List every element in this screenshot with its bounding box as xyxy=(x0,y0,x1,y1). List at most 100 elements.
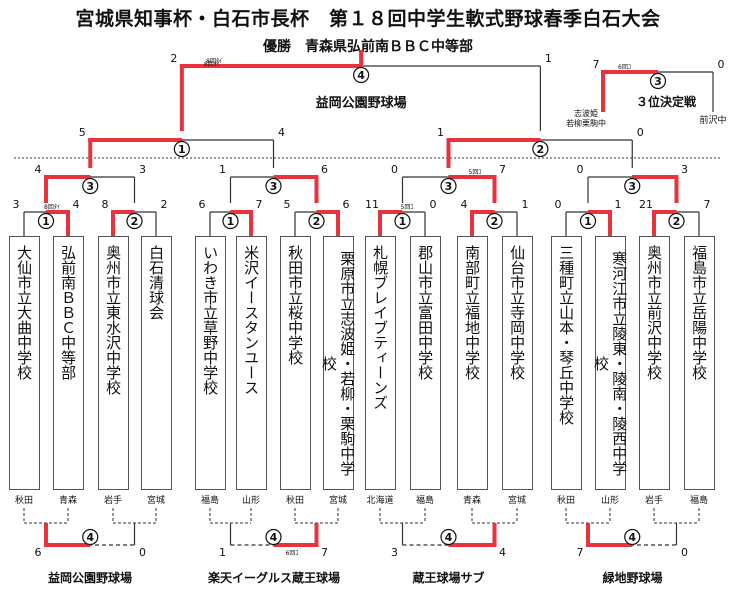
final-match-number-circle xyxy=(353,66,370,84)
team-name: 南部町立福地中学校 xyxy=(463,245,482,380)
semi-match-1-number-circle xyxy=(173,140,190,158)
r1-match-4-score-left: 5 xyxy=(284,198,291,211)
team-card: 南部町立福地中学校 xyxy=(456,236,488,490)
third-match-number-circle xyxy=(649,72,667,90)
r1-match-3-score-left: 6 xyxy=(199,198,206,211)
r1-match-8-number-circle xyxy=(668,212,685,230)
consolation-score-right: 0 xyxy=(681,546,688,559)
r1-match-6-score-left: 4 xyxy=(461,198,468,211)
team-name: 秋田市立桜中学校 xyxy=(286,245,305,365)
team-card: 三種町立山本・琴丘中学校 xyxy=(550,236,582,490)
final-note: 8回ﾀｲ xyxy=(204,61,220,68)
semi-match-2-number-circle xyxy=(532,140,549,158)
team-prefecture: 山形 xyxy=(242,494,260,506)
team-name: 米沢イースタンユース xyxy=(242,245,261,395)
team-name: 白石清球会 xyxy=(147,245,166,320)
r2-match-3-score-right: 7 xyxy=(499,163,506,176)
consolation-match-number-circle xyxy=(440,528,457,546)
team-name: 札幌ブレイブティーンズ xyxy=(371,245,390,410)
team-name: 三種町立山本・琴丘中学校 xyxy=(557,245,576,425)
team-name: 仙台市立寺岡中学校 xyxy=(508,245,527,380)
consolation-note: 6回ｺ xyxy=(286,550,299,557)
semi-match-2-score-right: 0 xyxy=(637,126,644,139)
consolation-match-number: 4 xyxy=(445,531,453,544)
r2-match-4-score-left: 0 xyxy=(577,163,584,176)
r1-match-7-number: 1 xyxy=(584,215,592,228)
r1-match-4-score-right: 6 xyxy=(343,198,350,211)
team-name: 大仙市立大曲中学校 xyxy=(15,245,34,380)
r1-match-5-number-circle xyxy=(394,212,411,230)
team-prefecture: 秋田 xyxy=(557,494,575,506)
r2-match-4-number: 3 xyxy=(628,180,636,193)
third-right-team: 前沢中 xyxy=(699,114,726,126)
consolation-match-number: 4 xyxy=(270,531,278,544)
third-left-team-2: 若柳栗駒中 xyxy=(566,118,606,128)
r2-match-3-number: 3 xyxy=(445,180,453,193)
team-prefecture: 青森 xyxy=(463,494,481,506)
team-prefecture: 岩手 xyxy=(645,494,663,506)
r1-match-1-number: 1 xyxy=(42,215,50,228)
r1-match-5-number: 1 xyxy=(399,215,407,228)
consolation-venue: 蔵王球場サブ xyxy=(412,570,484,585)
r2-match-1-number: 3 xyxy=(86,180,94,193)
third-note: 6回ｺ xyxy=(618,64,631,71)
r2-match-3-note: 5回ｺ xyxy=(469,169,482,176)
semi-match-1-number: 1 xyxy=(178,143,186,156)
team-prefecture: 福島 xyxy=(690,494,708,506)
champion-label: 優勝 青森県弘前南ＢＢＣ中等部 xyxy=(263,39,473,55)
consolation-venue: 緑地野球場 xyxy=(602,570,662,585)
r1-match-2-score-right: 2 xyxy=(161,198,168,211)
r1-match-5-score-left: 11 xyxy=(365,198,379,211)
consolation-match-number-circle xyxy=(265,528,282,546)
team-name: 奥州市立東水沢中学校 xyxy=(104,245,123,395)
team-card: 奥州市立前沢中学校 xyxy=(638,236,670,490)
third-score-left: 7 xyxy=(593,58,600,71)
team-card: いわき市立草野中学校 xyxy=(194,236,226,490)
r1-match-1-number-circle xyxy=(37,212,55,230)
r1-match-4-number: 2 xyxy=(313,215,321,228)
consolation-score-left: 7 xyxy=(577,546,584,559)
team-prefecture: 福島 xyxy=(201,494,219,506)
third-match-number: 3 xyxy=(654,75,662,88)
team-name: 福島市立岳陽中学校 xyxy=(690,245,709,380)
consolation-venue: 益岡公園野球場 xyxy=(48,570,132,585)
r2-match-1-score-left: 4 xyxy=(35,163,42,176)
team-card: 秋田市立桜中学校 xyxy=(279,236,311,490)
consolation-match-number: 4 xyxy=(628,531,636,544)
r1-match-2-score-left: 8 xyxy=(102,198,109,211)
r2-match-2-score-left: 1 xyxy=(219,163,226,176)
team-card: 白石清球会 xyxy=(140,236,172,490)
team-prefecture: 山形 xyxy=(601,494,619,506)
r1-match-5-note: 5回ｺ xyxy=(401,204,414,211)
team-name: 寒河江市立陵東・陵南・陵西中学校 xyxy=(592,250,629,476)
page-title: 宮城県知事杯・白石市長杯 第１８回中学生軟式野球春季白石大会 xyxy=(75,8,661,30)
team-prefecture: 岩手 xyxy=(104,494,122,506)
r2-match-1-score-right: 3 xyxy=(139,163,146,176)
r1-match-2-number-circle xyxy=(126,212,143,230)
team-card: 札幌ブレイブティーンズ xyxy=(364,236,396,490)
r1-match-3-score-right: 7 xyxy=(256,198,263,211)
team-card: 大仙市立大曲中学校 xyxy=(8,236,40,490)
team-prefecture: 北海道 xyxy=(366,494,393,506)
consolation-score-left: 1 xyxy=(219,546,226,559)
team-name: いわき市立草野中学校 xyxy=(201,245,220,395)
consolation-score-right: 0 xyxy=(139,546,146,559)
r1-match-1-score-right: 4 xyxy=(73,198,80,211)
team-card: 郡山市立富田中学校 xyxy=(409,236,441,490)
team-prefecture: 秋田 xyxy=(15,494,33,506)
third-score-right: 0 xyxy=(718,58,725,71)
r1-match-7-number-circle xyxy=(579,212,597,230)
semi-match-1-score-left: 5 xyxy=(79,126,86,139)
consolation-score-left: 3 xyxy=(391,546,398,559)
semi-match-2-number: 2 xyxy=(537,143,545,156)
team-prefecture: 青森 xyxy=(59,494,77,506)
r2-match-3-score-left: 0 xyxy=(391,163,398,176)
r1-match-2-number: 2 xyxy=(131,215,139,228)
semi-match-2-score-left: 1 xyxy=(437,126,444,139)
team-name: 弘前南ＢＢＣ中等部 xyxy=(59,245,78,380)
final-match-number: 4 xyxy=(357,69,365,82)
team-name: 郡山市立富田中学校 xyxy=(416,245,435,380)
r1-match-1-note: 8回ﾀｲ xyxy=(44,204,60,211)
consolation-match-number-circle xyxy=(82,528,99,546)
